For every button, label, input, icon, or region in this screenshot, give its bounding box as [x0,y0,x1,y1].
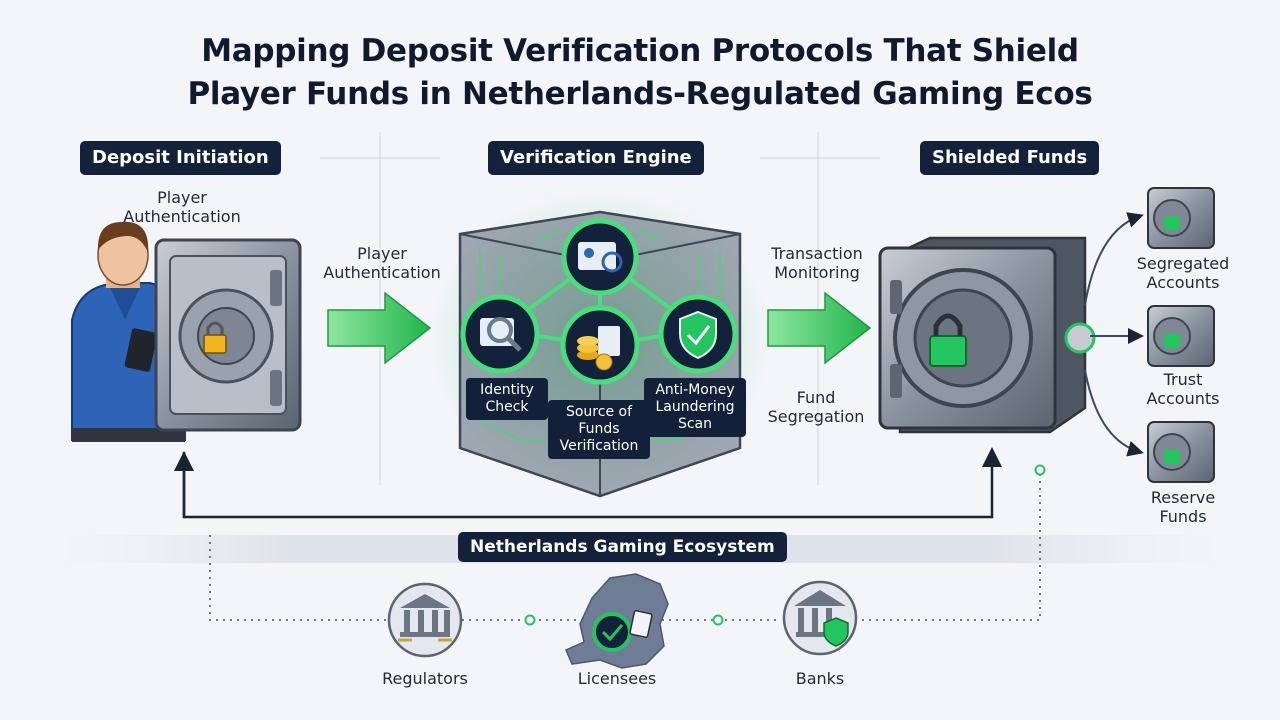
node-label-licensees: Licensees [577,669,657,688]
profile-check-icon [561,218,639,296]
check-identity: Identity Check [466,378,548,420]
account-label-trust: Trust Accounts [1146,370,1220,408]
page-title: Mapping Deposit Verification Protocols T… [0,30,1280,116]
branch-arrow-segregated [1084,212,1144,306]
shield-check-icon [658,294,738,374]
connector-dot [524,614,536,626]
guide-lines [320,132,880,485]
safe-icon [1147,305,1215,367]
branch-arrow-reserve [1084,369,1144,457]
flow-label-transaction-monitoring: Transaction Monitoring [771,244,863,282]
magnifier-id-icon [460,294,540,374]
stage-deposit-initiation: Deposit Initiation [80,141,281,175]
flow-arrow-2 [767,291,872,365]
flow-arrow-1 [327,291,432,365]
safe-icon [1147,421,1215,483]
ecosystem-label: Netherlands Gaming Ecosystem [458,532,787,562]
title-line-2: Player Funds in Netherlands-Regulated Ga… [187,76,1093,112]
safe-icon [1147,187,1215,249]
ecosystem-connectors [209,470,1041,621]
netherlands-map-icon [565,573,669,669]
stage-shielded-funds: Shielded Funds [920,141,1100,175]
player-auth-label: Player Authentication [123,188,241,226]
check-source-of-funds: Source of Funds Verification [548,400,650,459]
stage-verification-engine: Verification Engine [488,141,704,175]
connector-dot [712,614,724,626]
shielded-vault [878,236,1096,434]
connector-dot [1034,464,1046,476]
flow-label-player-auth: Player Authentication [323,244,441,282]
node-label-regulators: Regulators [382,669,468,688]
node-label-banks: Banks [795,669,845,688]
title-line-1: Mapping Deposit Verification Protocols T… [201,33,1079,69]
deposit-vault [154,238,302,432]
check-aml-scan: Anti-Money Laundering Scan [644,378,746,437]
account-label-segregated: Segregated Accounts [1136,254,1230,292]
flow-label-fund-segregation: Fund Segregation [767,388,865,426]
regulators-icon [387,582,463,658]
account-label-reserve: Reserve Funds [1150,488,1216,526]
banks-icon [782,580,858,656]
coins-document-icon [560,305,640,385]
